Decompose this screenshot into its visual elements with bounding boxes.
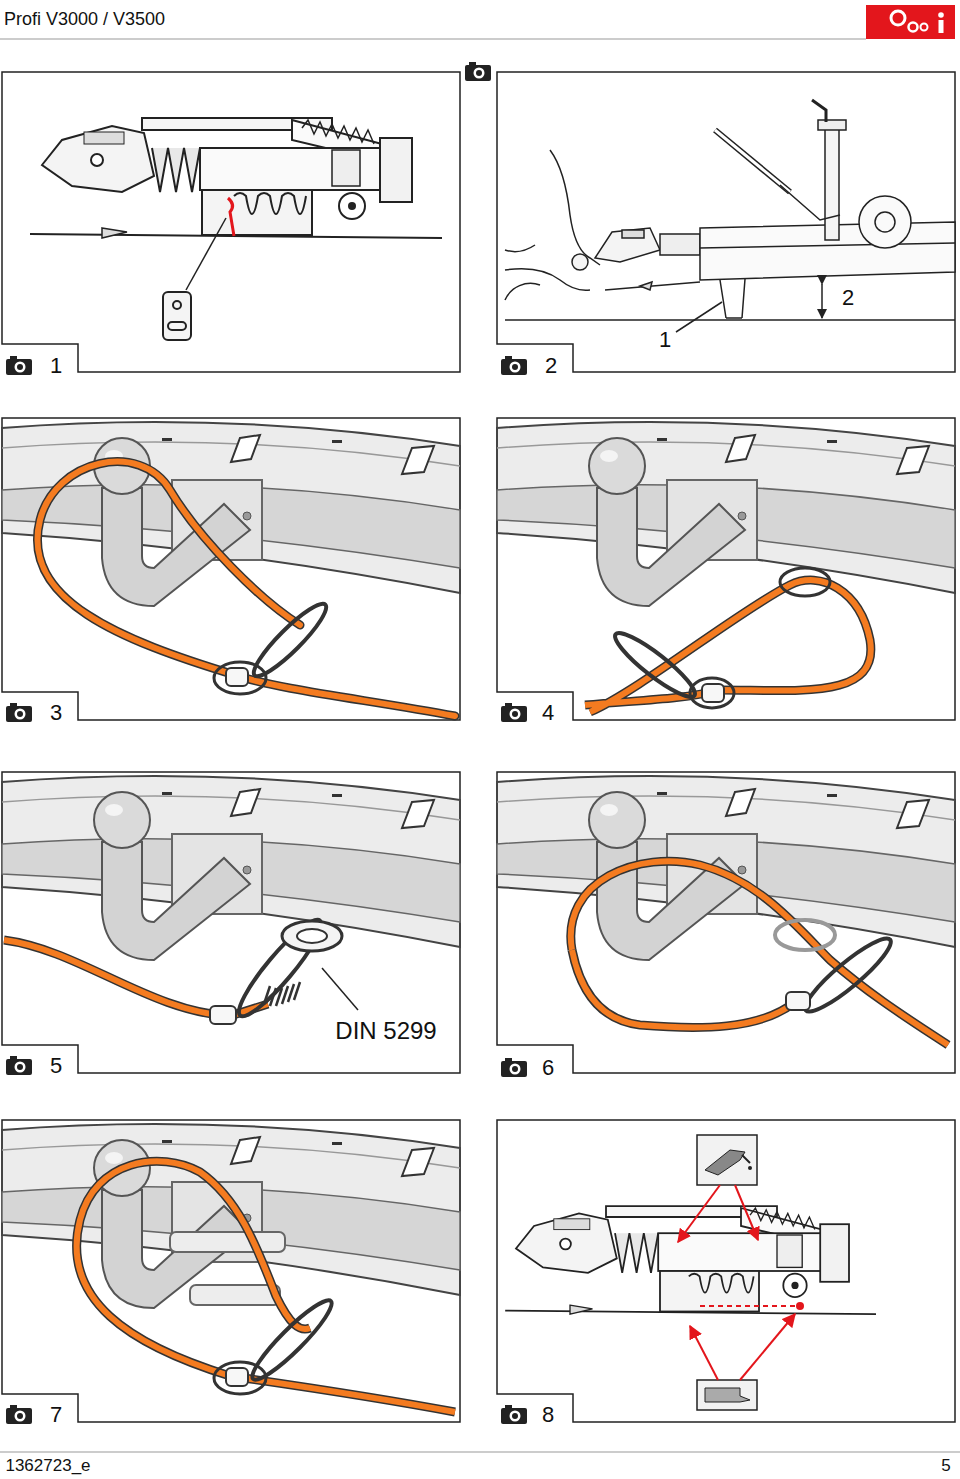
figure-8-lubrication	[505, 1135, 876, 1410]
figure-number: 7	[50, 1403, 62, 1427]
figure-1-coupling	[30, 118, 442, 340]
figure-number: 1	[50, 354, 62, 378]
page-footer	[0, 1452, 960, 1453]
figure-number: 3	[50, 701, 62, 725]
figure-2-trailer	[505, 100, 955, 332]
callout-number: 1	[659, 328, 671, 352]
page-header	[0, 5, 955, 81]
figure-3-towball	[2, 422, 460, 716]
figure-7-towball	[2, 1124, 460, 1412]
figure-4-towball	[497, 422, 955, 712]
document-number: 1362723_e	[5, 1457, 90, 1476]
figure-number: 6	[542, 1056, 554, 1080]
page-title: Profi V3000 / V3500	[4, 10, 165, 30]
figure-number: 5	[50, 1054, 62, 1078]
figure-number: 8	[542, 1403, 554, 1427]
page-number: 5	[941, 1457, 950, 1476]
figure-5-towball	[2, 776, 460, 1024]
figure-number: 4	[542, 701, 554, 725]
figure-number: 2	[545, 354, 557, 378]
panel-frames	[2, 72, 955, 1422]
figure-6-towball	[497, 776, 955, 1045]
standard-label: DIN 5299	[335, 1018, 436, 1044]
callout-number: 2	[842, 286, 854, 310]
